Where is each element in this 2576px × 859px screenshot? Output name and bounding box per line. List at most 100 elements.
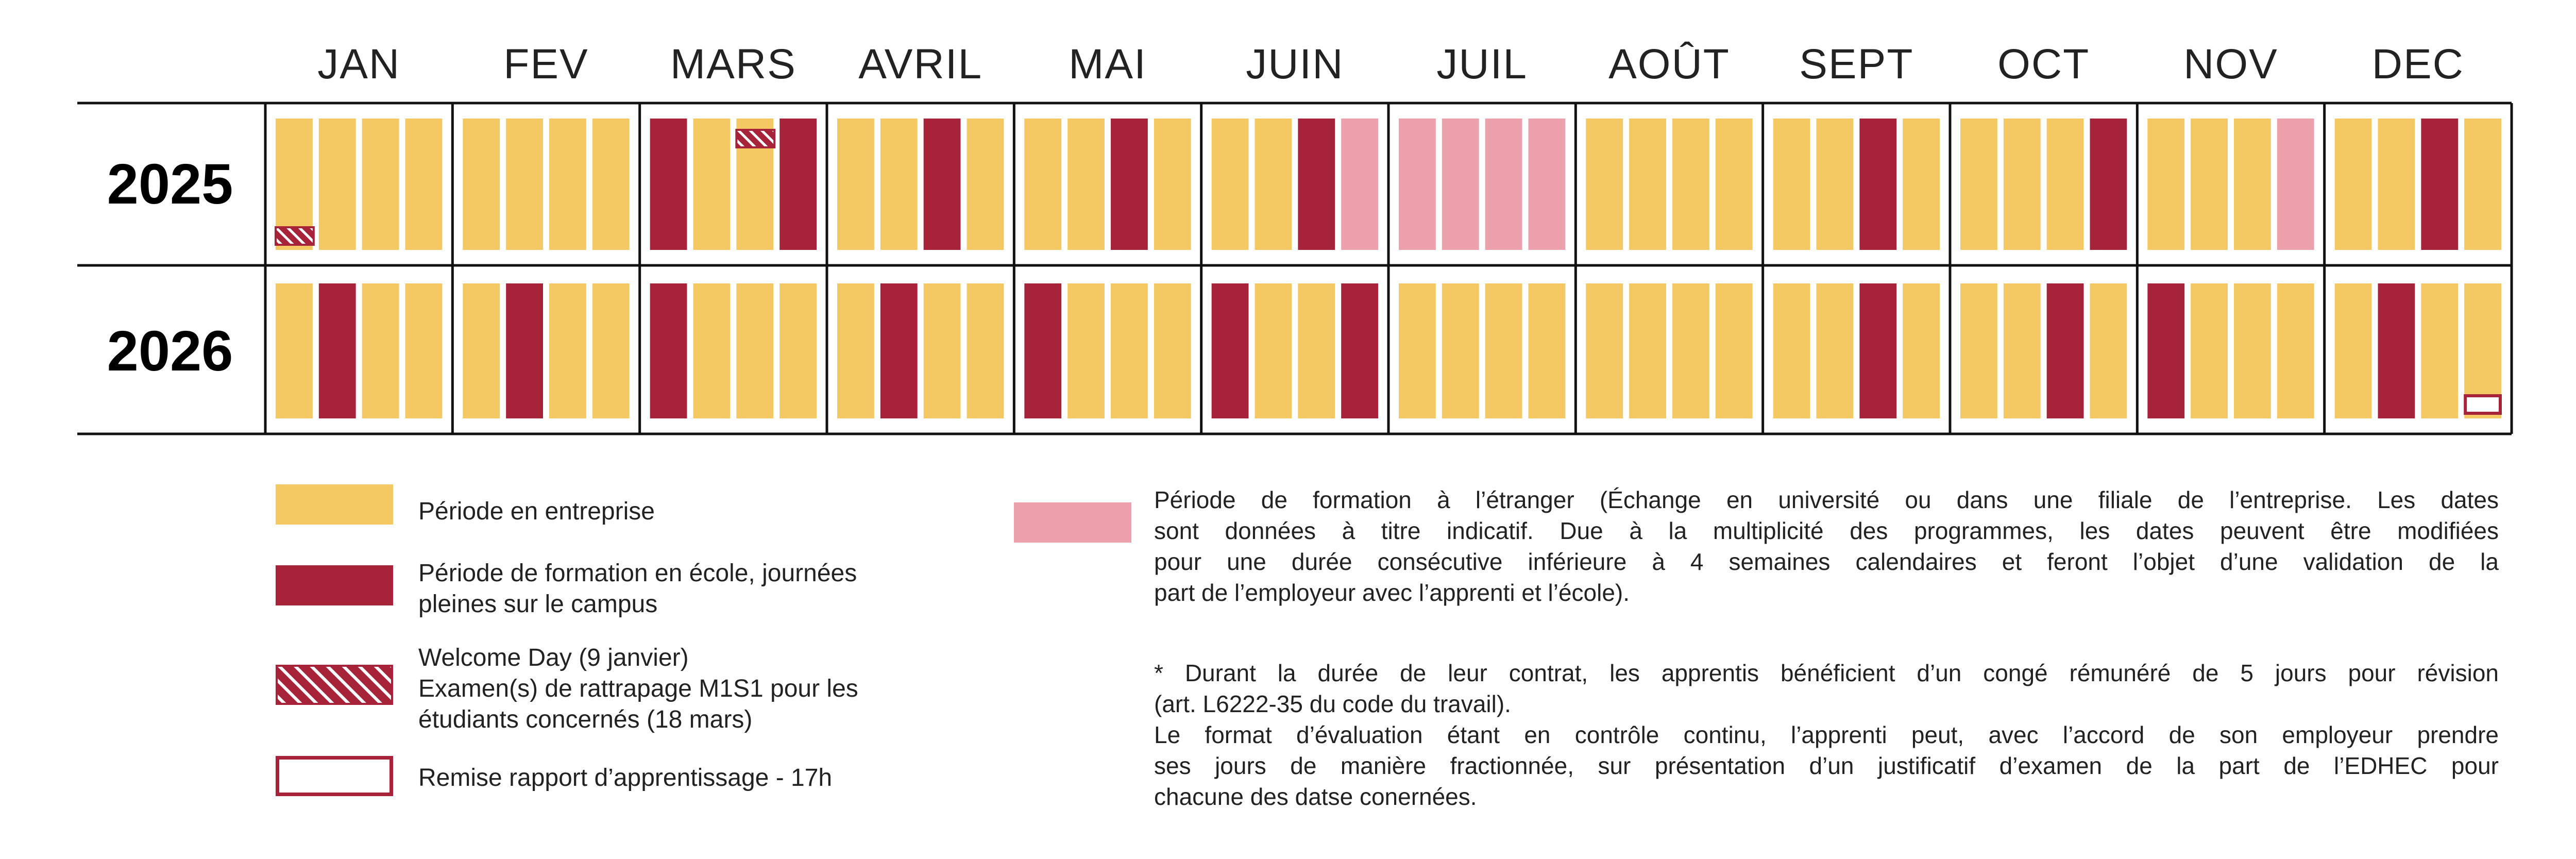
- week-bar: [2046, 283, 2084, 418]
- week-bar: [736, 283, 774, 418]
- week-bar: [1528, 119, 1566, 250]
- week-bar: [923, 283, 961, 418]
- week-bar: [2277, 283, 2314, 418]
- month-label: JAN: [317, 41, 401, 88]
- week-bar: [1024, 119, 1062, 250]
- legend-swatch-ecole: [276, 565, 393, 605]
- week-bar: [1442, 119, 1479, 250]
- week-bar: [837, 119, 874, 250]
- week-bar: [506, 119, 543, 250]
- marker-outline: [2464, 394, 2502, 415]
- legend-label-etranger: Période de formation à l’étranger (Échan…: [1154, 484, 2499, 608]
- month-label: AVRIL: [858, 41, 983, 88]
- week-bar: [1816, 283, 1854, 418]
- footnote-line: chacune des datse conernées.: [1154, 783, 1477, 810]
- week-bar: [2378, 119, 2415, 250]
- week-bar: [837, 283, 874, 418]
- week-bar: [1629, 119, 1666, 250]
- legend-label-welcome-line: Welcome Day (9 janvier): [418, 644, 689, 671]
- month-label: AOÛT: [1608, 41, 1730, 88]
- week-bar: [276, 283, 313, 418]
- week-bar: [549, 283, 586, 418]
- legend-swatch-remise-outline: [276, 756, 393, 796]
- week-bar: [779, 119, 817, 250]
- week-bar: [967, 119, 1004, 250]
- week-bar: [1211, 119, 1249, 250]
- week-bar: [2090, 119, 2127, 250]
- legend-etranger-line: sont données à titre indicatif. Due à la…: [1154, 517, 2499, 544]
- week-bar: [2046, 119, 2084, 250]
- week-bar: [1859, 119, 1897, 250]
- legend-label-ecole: Période de formation en école, journées …: [418, 558, 857, 620]
- week-bar: [1715, 283, 1753, 418]
- legend-swatch-entreprise: [276, 484, 393, 525]
- year-label: 2026: [107, 319, 233, 383]
- week-bar: [1960, 119, 1997, 250]
- legend-etranger-line: Période de formation à l’étranger (Échan…: [1154, 486, 2499, 513]
- legend-etranger-line: part de l’employeur avec l’apprenti et l…: [1154, 579, 1630, 606]
- week-bar: [880, 119, 918, 250]
- week-bar: [2147, 283, 2185, 418]
- week-bar: [2464, 119, 2501, 250]
- week-bar: [2003, 283, 2041, 418]
- week-bar: [1715, 119, 1753, 250]
- week-bar: [1399, 283, 1436, 418]
- week-bar: [506, 283, 543, 418]
- footnote: * Durant la durée de leur contrat, les a…: [1154, 658, 2499, 812]
- week-bar: [1816, 119, 1854, 250]
- week-bar: [2421, 119, 2459, 250]
- month-label: OCT: [1997, 41, 2090, 88]
- week-bar: [693, 119, 731, 250]
- week-bar: [1399, 119, 1436, 250]
- week-bar: [2191, 283, 2228, 418]
- week-bar: [1485, 283, 1522, 418]
- calendar-grid: [77, 102, 2513, 435]
- week-bar: [1024, 283, 1062, 418]
- week-bar: [1960, 283, 1997, 418]
- week-bar: [967, 283, 1004, 418]
- week-bar: [1154, 119, 1191, 250]
- week-bar: [2090, 283, 2127, 418]
- week-bar: [1903, 119, 1940, 250]
- week-bar: [880, 283, 918, 418]
- legend-swatch-etranger: [1014, 502, 1131, 543]
- week-bar: [463, 119, 500, 250]
- week-bar: [2234, 283, 2271, 418]
- week-bar: [650, 283, 687, 418]
- week-bar: [318, 283, 356, 418]
- week-bar: [693, 283, 731, 418]
- week-bar: [1111, 283, 1148, 418]
- week-bar: [1903, 283, 1940, 418]
- week-bar: [318, 119, 356, 250]
- week-bar: [2334, 283, 2372, 418]
- footnote-line: * Durant la durée de leur contrat, les a…: [1154, 660, 2499, 686]
- week-bar: [362, 283, 399, 418]
- month-label: MARS: [670, 41, 796, 88]
- week-bar: [592, 283, 630, 418]
- week-bar: [1111, 119, 1148, 250]
- month-label: SEPT: [1799, 41, 1914, 88]
- week-bar: [1672, 119, 1709, 250]
- week-bar: [2421, 283, 2459, 418]
- month-label: DEC: [2371, 41, 2464, 88]
- week-bar: [592, 119, 630, 250]
- week-bar: [1672, 283, 1709, 418]
- week-bar: [2147, 119, 2185, 250]
- legend-label-welcome-line: Examen(s) de rattrapage M1S1 pour les: [418, 675, 858, 702]
- week-bar: [1528, 283, 1566, 418]
- week-bar: [405, 283, 443, 418]
- week-bar: [2334, 119, 2372, 250]
- week-bar: [1298, 119, 1335, 250]
- week-bar: [549, 119, 586, 250]
- footnote-line: (art. L6222-35 du code du travail).: [1154, 690, 1511, 717]
- week-bar: [650, 119, 687, 250]
- week-bar: [1442, 283, 1479, 418]
- month-label: NOV: [2183, 41, 2278, 88]
- week-bar: [362, 119, 399, 250]
- week-bar: [2003, 119, 2041, 250]
- week-bar: [2234, 119, 2271, 250]
- week-bar: [1629, 283, 1666, 418]
- week-bar: [2191, 119, 2228, 250]
- month-label: JUIN: [1246, 41, 1344, 88]
- footnote-line: ses jours de manière fractionnée, sur pr…: [1154, 752, 2499, 779]
